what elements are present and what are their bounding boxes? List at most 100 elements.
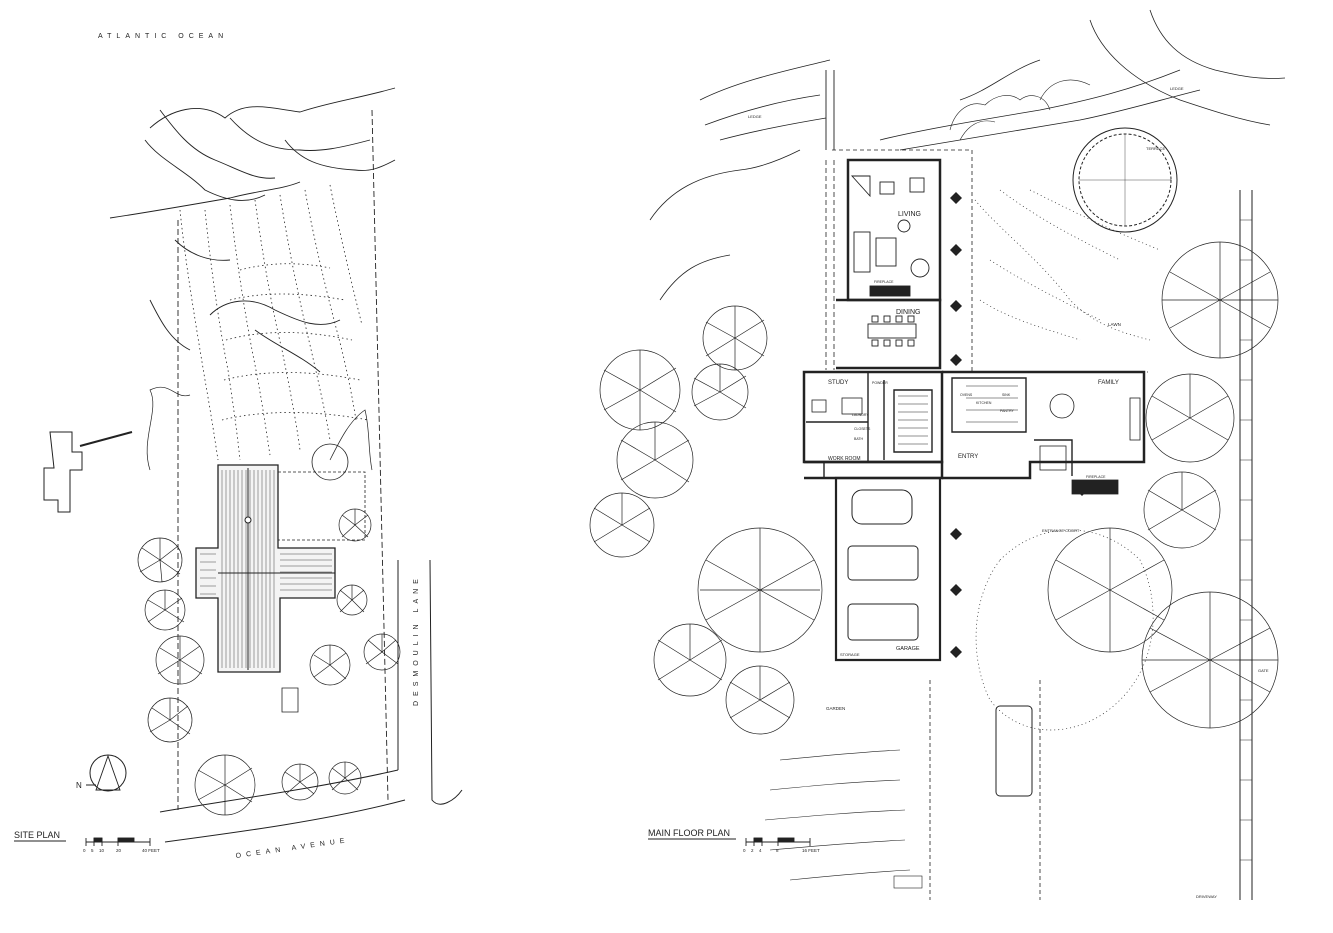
floor-scale-tick: 8 [776, 848, 779, 853]
garden-rows [764, 749, 923, 889]
room-label-pantry: PANTRY [1000, 409, 1015, 413]
neighbor-house [43, 431, 133, 513]
garage-cars [847, 489, 919, 641]
room-label-terrace: TERRACE [1146, 146, 1165, 151]
north-label: N [76, 781, 82, 790]
room-label-work-room: WORK ROOM [828, 456, 861, 462]
tree-symbol [616, 421, 694, 499]
driveway-car [995, 705, 1033, 797]
terrace-dashed-outline [832, 149, 1148, 373]
shoreline [109, 87, 396, 373]
driveway-edges [929, 680, 1041, 900]
car-1 [851, 489, 913, 525]
entrance-court-arc [975, 529, 1154, 731]
room-label-laundry: LAUNDRY [852, 413, 869, 417]
ocean-label: ATLANTIC OCEAN [98, 33, 228, 40]
stone-wall [825, 70, 1253, 900]
floor-scale-tick: 4 [759, 848, 762, 853]
room-label-entrance-court: ENTRANCE COURT [1042, 528, 1080, 533]
contour-lines [179, 184, 369, 461]
main-floor-plan: MAIN FLOOR PLAN 0 2 4 8 16 FEET LIVING D… [589, 9, 1286, 900]
street-label-ocean-avenue: OCEAN AVENUE [235, 837, 350, 860]
tree-symbol [1145, 373, 1235, 463]
tree-symbol [147, 697, 193, 743]
room-label-sink: SINK [1002, 393, 1011, 397]
property-lines [177, 109, 389, 810]
room-label-lawn: LAWN [1108, 322, 1121, 327]
room-label-kitchen: KITCHEN [976, 401, 992, 405]
tree-symbol [1141, 591, 1279, 729]
floor-scale-tick: 2 [751, 848, 754, 853]
car-3 [847, 603, 919, 641]
car-2 [847, 545, 919, 581]
room-label-fireplace-living: FIREPLACE [874, 280, 894, 284]
tree-symbol [137, 537, 183, 583]
main-floor-plan-scale-bar [745, 837, 811, 846]
house-roof-plan [195, 443, 366, 673]
room-label-garage: GARAGE [896, 646, 920, 652]
site-trees [137, 386, 401, 816]
tree-symbol [281, 763, 319, 801]
tree-symbol [309, 644, 351, 686]
tree-symbol [144, 589, 186, 631]
tree-symbol [599, 349, 681, 431]
diamond-piers [950, 192, 1090, 658]
site-scale-tick: 20 [116, 848, 122, 853]
shrub-mass [949, 79, 1091, 141]
room-labels: LIVING DINING STUDY FAMILY ENTRY WORK RO… [748, 86, 1269, 899]
room-label-driveway: DRIVEWAY [1196, 894, 1217, 899]
tree-symbol [1143, 471, 1221, 549]
site-plan: ATLANTIC OCEAN [14, 33, 463, 860]
study-furniture [811, 385, 1141, 495]
room-label-powder: POWDER [872, 381, 888, 385]
living-furniture [850, 175, 930, 297]
floor-scale-tick: 16 FEET [802, 848, 820, 853]
site-scale-tick: 40 FEET [142, 848, 160, 853]
room-label-garden: GARDEN [826, 706, 845, 711]
roads [159, 559, 463, 843]
site-scale-tick: 10 [99, 848, 105, 853]
main-floor-plan-title: MAIN FLOOR PLAN [648, 828, 730, 838]
site-scale-tick: 5 [91, 848, 94, 853]
room-label-ledge-e: LEDGE [1170, 86, 1184, 91]
ledge-sketch [649, 9, 1286, 301]
room-label-storage: STORAGE [840, 652, 860, 657]
site-plan-scale-bar [85, 837, 151, 846]
room-label-fireplace-family: FIREPLACE [1086, 475, 1106, 479]
room-label-family: FAMILY [1098, 380, 1119, 386]
room-label-dining: DINING [896, 309, 921, 316]
tree-symbol [336, 584, 368, 616]
room-label-study: STUDY [828, 380, 848, 386]
floorplan-trees [589, 241, 1279, 735]
tree-symbol [1161, 241, 1279, 359]
north-arrow [86, 754, 127, 792]
tree-symbol [338, 508, 372, 542]
room-label-ledge-w: LEDGE [748, 114, 762, 119]
room-label-ovens: OVENS [960, 393, 973, 397]
tree-symbol [328, 761, 362, 795]
dining-furniture [867, 315, 917, 347]
site-scale-tick: 0 [83, 848, 86, 853]
tree-symbol [691, 363, 749, 421]
street-label-desmoulin-lane: DESMOULIN LANE [413, 574, 420, 706]
tree-symbol [589, 492, 655, 558]
room-label-living: LIVING [898, 211, 921, 218]
room-label-entry: ENTRY [958, 454, 978, 460]
tree-symbol [697, 527, 823, 653]
garage [834, 476, 942, 662]
floor-scale-tick: 0 [743, 848, 746, 853]
interior-walls [806, 372, 1073, 478]
room-label-closets: CLOSETS [854, 427, 871, 431]
room-label-bath: BATH [854, 437, 864, 441]
tree-symbol [155, 635, 205, 685]
site-plan-title: SITE PLAN [14, 830, 60, 840]
tree-symbol [1047, 527, 1173, 653]
tree-symbol [194, 754, 256, 816]
tree-symbol [725, 665, 795, 735]
house-walls [802, 158, 1146, 480]
room-label-gate: GATE [1258, 668, 1269, 673]
circular-terrace [1072, 127, 1178, 233]
tree-symbol [653, 623, 727, 697]
lawn-area [974, 189, 1161, 341]
